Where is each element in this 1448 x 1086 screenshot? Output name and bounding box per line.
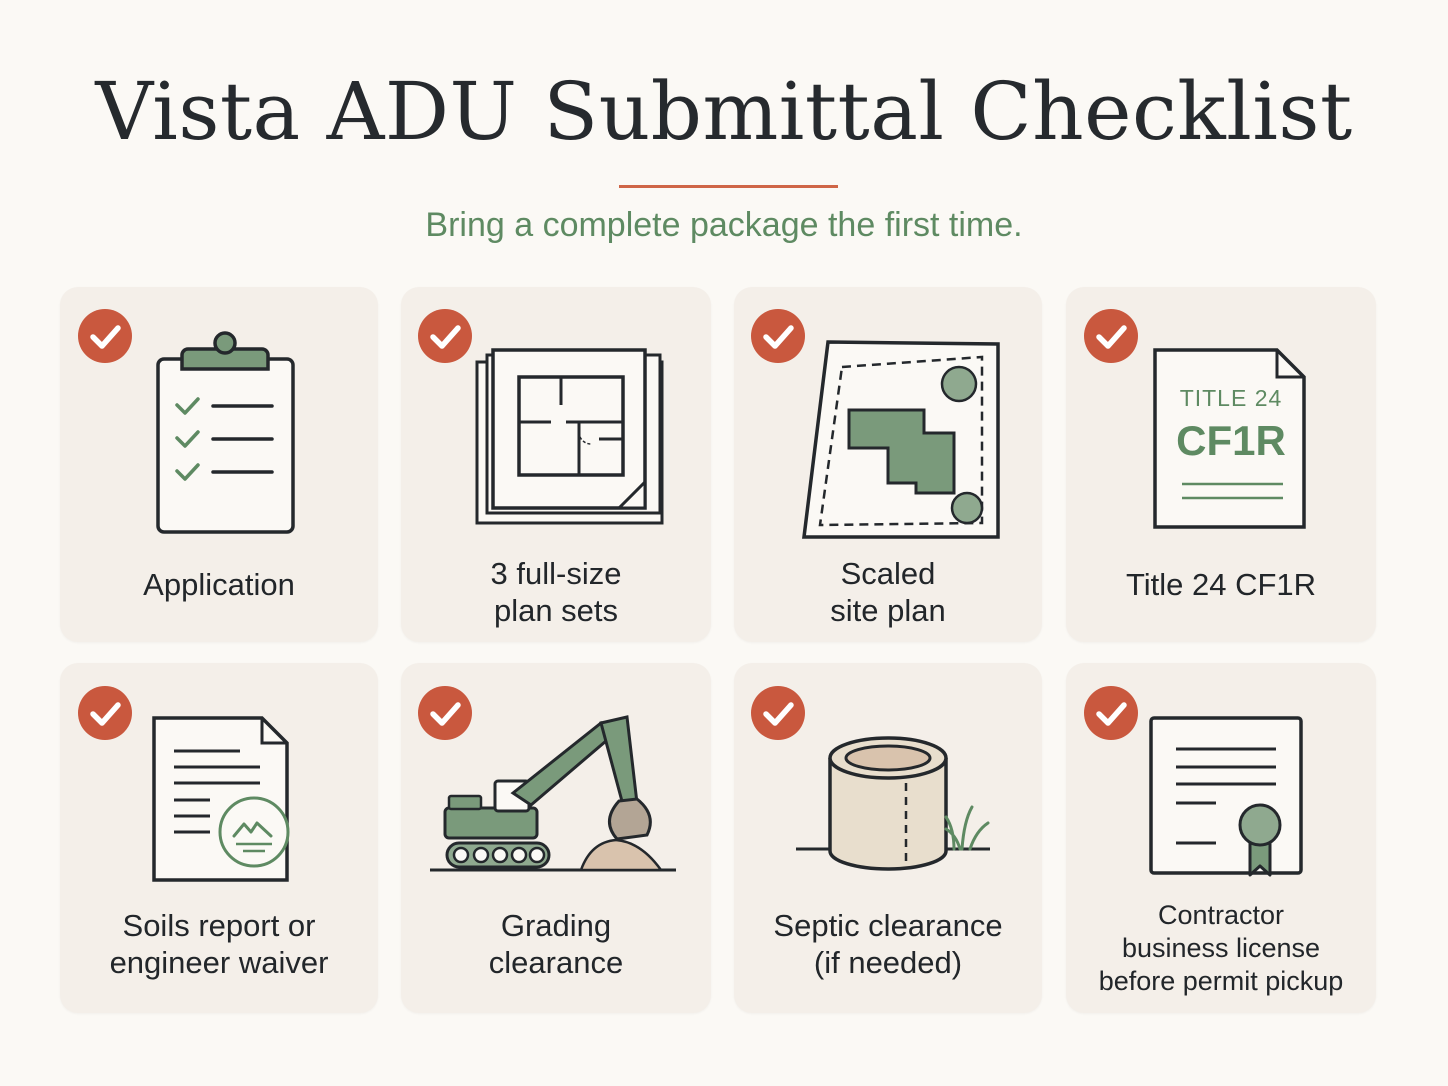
item-label: Soils report or engineer waiver	[109, 908, 329, 980]
checklist-card-septic: Septic clearance (if needed)	[734, 663, 1042, 1013]
soils-report-icon	[152, 716, 290, 882]
doc-form-code: CF1R	[1176, 417, 1286, 464]
checklist-card-contractor-license: Contractor business license before permi…	[1066, 663, 1376, 1013]
check-badge-icon	[751, 309, 805, 363]
check-badge-icon	[1084, 686, 1138, 740]
site-plan-icon	[802, 340, 1000, 539]
item-label: 3 full-size plan sets	[490, 556, 622, 628]
item-label: Grading clearance	[488, 908, 624, 980]
item-label: Title 24 CF1R	[1125, 567, 1317, 602]
item-label: Septic clearance (if needed)	[773, 908, 1003, 980]
page-title: Vista ADU Submittal Checklist	[95, 65, 1353, 158]
checklist-card-site-plan: Scaled site plan	[734, 287, 1042, 642]
checklist-card-application: Application	[60, 287, 378, 642]
title-divider	[619, 185, 838, 188]
floor-plan-sets-icon	[475, 348, 664, 525]
page-subtitle: Bring a complete package the first time.	[425, 206, 1023, 244]
checklist-card-title24: TITLE 24 CF1R Title 24 CF1R	[1066, 287, 1376, 642]
check-badge-icon	[78, 686, 132, 740]
doc-title-line: TITLE 24	[1179, 385, 1283, 411]
item-label: Scaled site plan	[830, 556, 946, 628]
check-badge-icon	[1084, 309, 1138, 363]
certificate-ribbon-icon	[1149, 716, 1303, 877]
check-badge-icon	[751, 686, 805, 740]
septic-tank-icon	[796, 736, 990, 871]
excavator-icon	[430, 715, 676, 872]
checklist-card-grading: Grading clearance	[401, 663, 711, 1013]
clipboard-checklist-icon	[156, 331, 295, 534]
check-badge-icon	[418, 309, 472, 363]
item-label: Contractor business license before permi…	[1098, 900, 1344, 996]
title24-document-icon	[1153, 348, 1306, 529]
checklist-card-soils-report: Soils report or engineer waiver	[60, 663, 378, 1013]
check-badge-icon	[418, 686, 472, 740]
checklist-card-plan-sets: 3 full-size plan sets	[401, 287, 711, 642]
item-label: Application	[143, 567, 295, 602]
check-badge-icon	[78, 309, 132, 363]
